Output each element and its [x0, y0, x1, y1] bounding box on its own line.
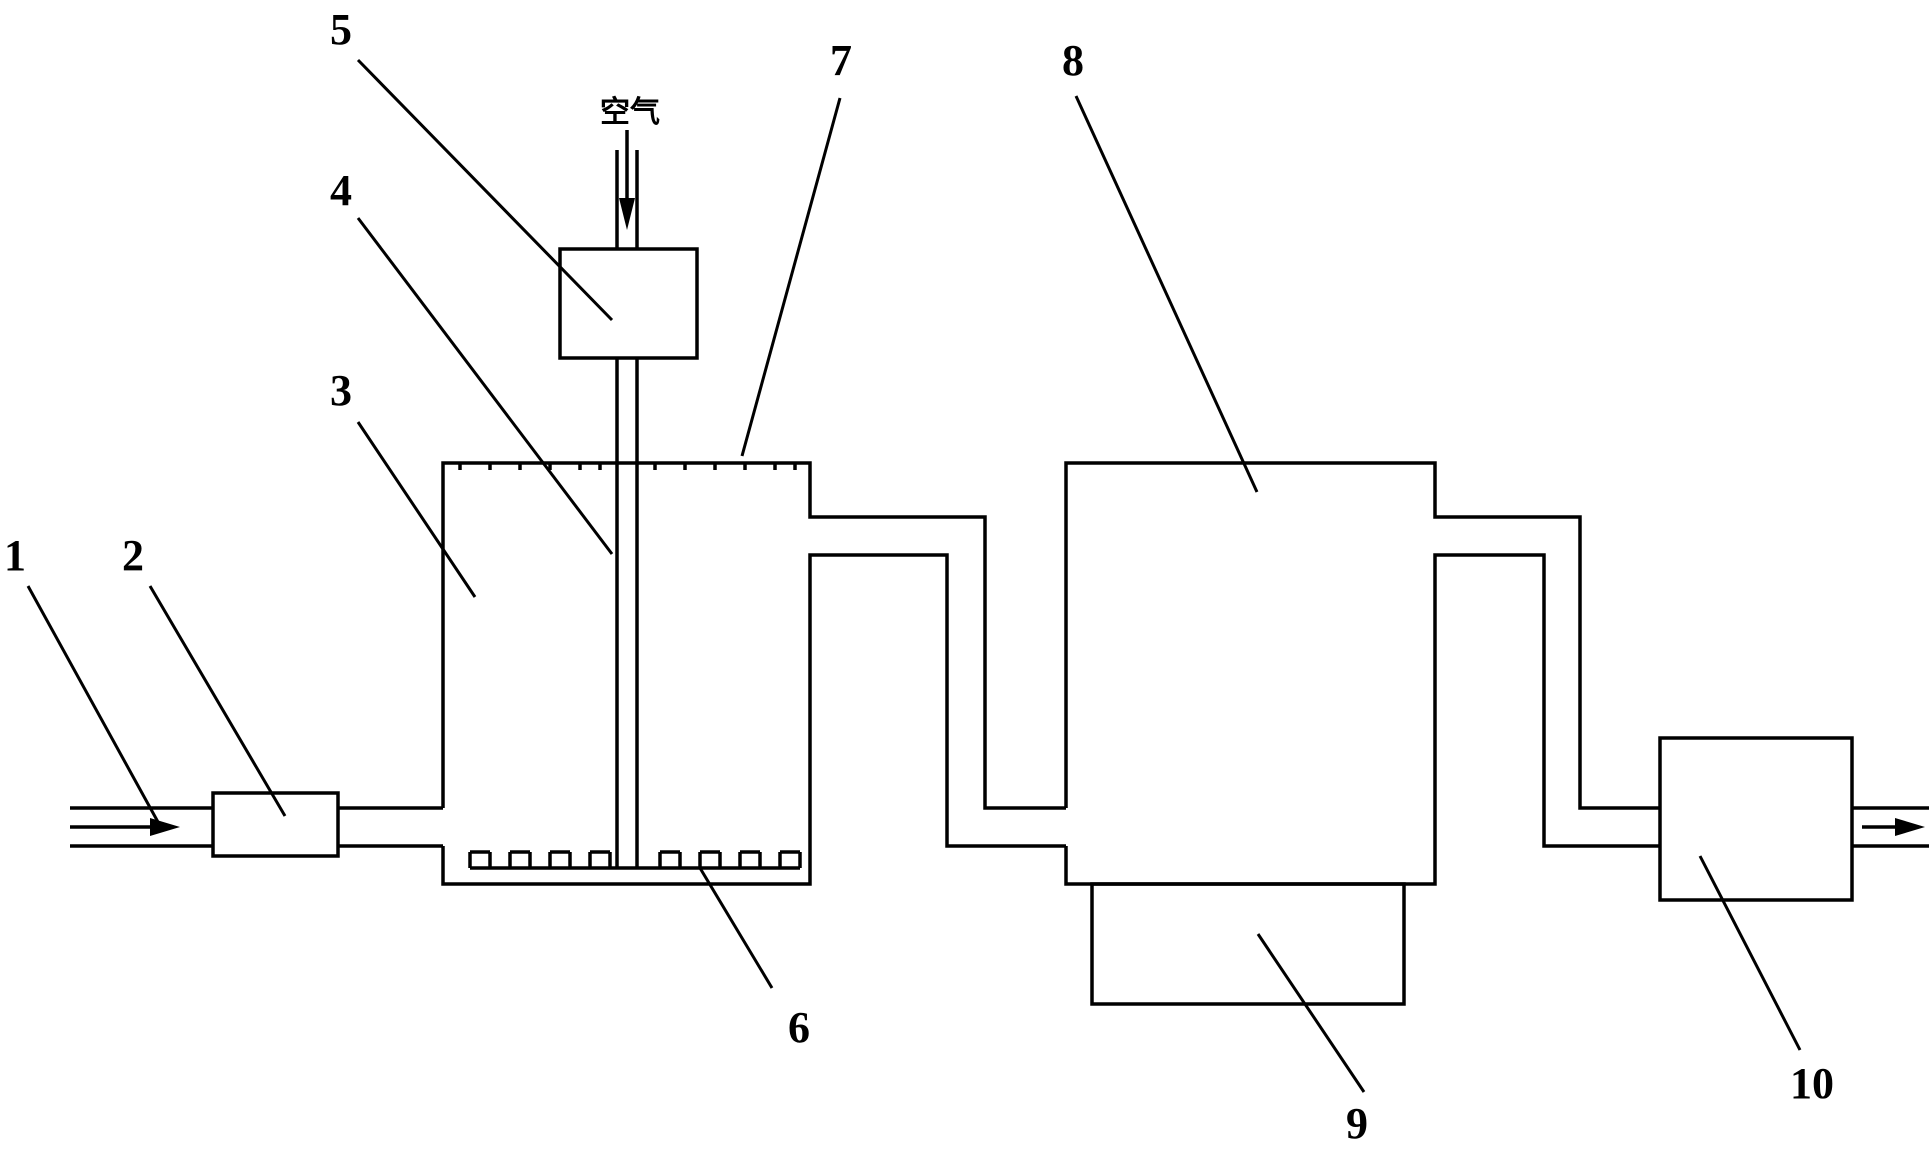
air-intake — [615, 130, 639, 249]
label-3: 3 — [330, 366, 352, 415]
leader-2 — [148, 585, 287, 817]
outlet-flow-arrow — [1895, 818, 1925, 836]
outlet-pipe — [1852, 806, 1929, 848]
component-2-box — [211, 791, 340, 858]
label-2: 2 — [122, 531, 144, 580]
leader-1 — [26, 585, 160, 823]
label-10: 10 — [1790, 1059, 1834, 1108]
label-5: 5 — [330, 5, 352, 54]
tank-3 — [441, 461, 1066, 886]
tank-8 — [1064, 461, 1660, 886]
label-1: 1 — [4, 531, 26, 580]
component-10-box — [1658, 736, 1854, 902]
part-labels: 1 2 3 4 5 6 7 8 9 10 — [4, 5, 1834, 1148]
leader-8 — [1074, 95, 1259, 493]
label-9: 9 — [1346, 1099, 1368, 1148]
inlet-flow-arrow — [150, 818, 180, 836]
label-8: 8 — [1062, 36, 1084, 85]
leader-9 — [1256, 933, 1366, 1093]
air-flow-arrow — [619, 198, 635, 230]
air-label: 空气 — [600, 95, 660, 130]
label-7: 7 — [830, 36, 852, 85]
leader-5 — [356, 58, 614, 322]
leader-4 — [356, 217, 614, 555]
leader-10 — [1698, 855, 1802, 1051]
label-6: 6 — [788, 1003, 810, 1052]
component-9-box — [1090, 882, 1406, 1006]
label-4: 4 — [330, 166, 352, 215]
air-tube-4 — [615, 358, 639, 868]
leader-6 — [698, 867, 774, 989]
inlet-pipe — [70, 806, 213, 848]
blower-box-5 — [558, 247, 699, 360]
pipe-2-to-3 — [338, 806, 443, 848]
leader-3 — [356, 421, 477, 598]
bottom-aerator-6 — [468, 850, 802, 870]
leader-7 — [740, 97, 842, 457]
leader-lines — [26, 58, 1802, 1093]
top-perforated-plate-7 — [458, 463, 797, 470]
